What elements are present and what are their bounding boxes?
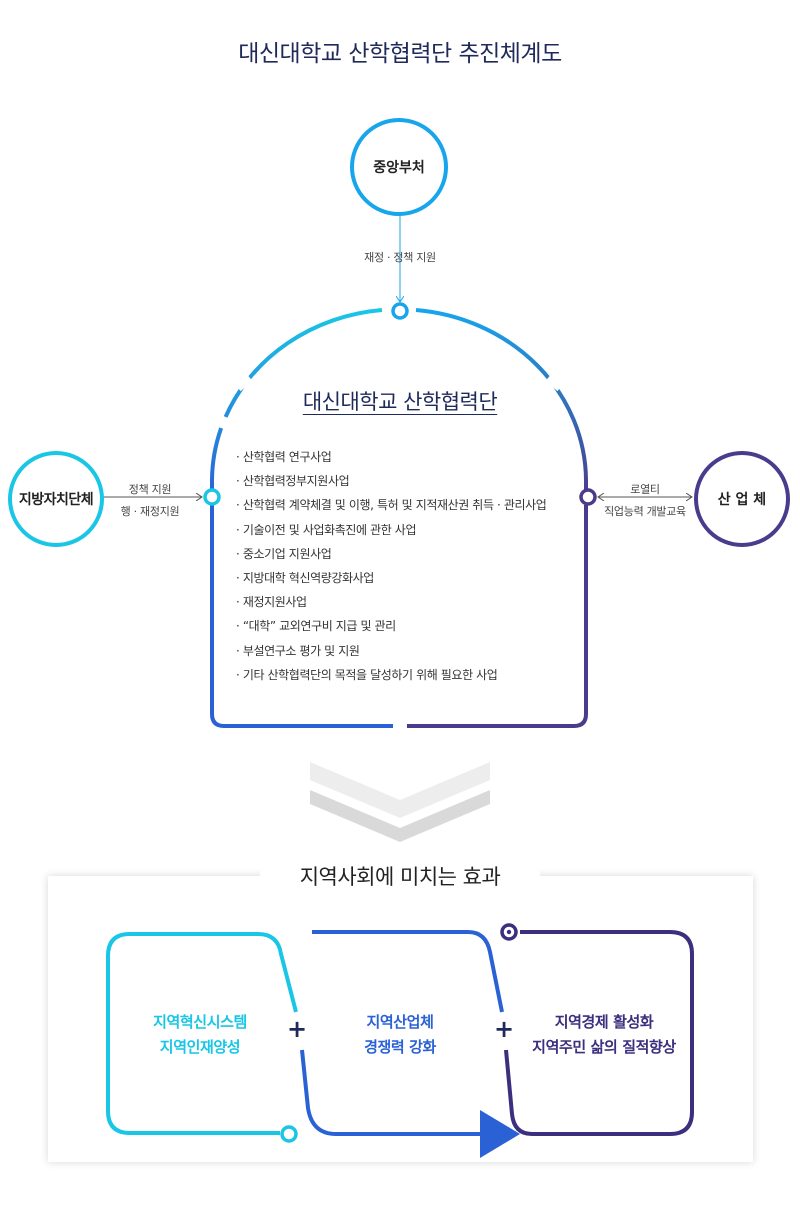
industry-node-circle: [694, 451, 790, 547]
effect-shape-1: [106, 932, 298, 1135]
arch-right: [415, 308, 588, 497]
task-list: · 산학협력 연구사업 · 산학협력정부지원사업 · 산학협력 계약체결 및 이…: [236, 448, 547, 690]
task-item: · 산학협력 연구사업: [236, 450, 332, 464]
effect-item-3: 지역경제 활성화 지역주민 삶의 질적향상: [515, 1010, 693, 1060]
task-item: · 부설연구소 평가 및 지원: [236, 643, 360, 658]
left-ring: [203, 488, 221, 506]
local-node: 지방자치단체: [18, 492, 94, 508]
effect-item-2-line1: 지역산업체: [366, 1013, 434, 1031]
local-node-circle: [8, 451, 104, 547]
box-right-side: [407, 505, 588, 728]
central-node-circle: [350, 118, 448, 216]
industry-support-label-2: 직업능력 개발교육: [604, 505, 686, 518]
effect-item-1: 지역혁신시스템 지역인재양성: [120, 1010, 280, 1060]
top-ring: [391, 302, 409, 320]
box-left-side: [210, 505, 393, 728]
effect-item-3-line1: 지역경제 활성화: [554, 1013, 654, 1031]
effect-shape-2: [300, 930, 502, 1134]
plus-sign-1: +: [287, 1015, 308, 1043]
task-item: · 지방대학 혁신역량강화사업: [236, 570, 374, 585]
local-support-label-1: 정책 지원: [128, 483, 172, 496]
task-item: · 중소기업 지원사업: [236, 546, 332, 561]
industry-node: 산 업 체: [717, 492, 767, 508]
page-title: 대신대학교 산학협력단 추진체계도: [238, 41, 562, 67]
task-item: · 산학협력 계약체결 및 이행, 특허 및 지적재산권 취득 · 관리사업: [236, 498, 547, 513]
local-support-label-2: 행 · 재정지원: [120, 505, 180, 518]
effects-panel: [48, 876, 753, 1162]
chevron-bottom: [310, 790, 490, 842]
arch-left: [210, 308, 383, 497]
effect-item-2: 지역산업체 경쟁력 강화: [320, 1010, 480, 1060]
task-item: · 산학협력정부지원사업: [236, 474, 350, 489]
center-title: 대신대학교 산학협력단: [302, 390, 498, 414]
effect-ring-1: [280, 1125, 298, 1143]
task-item: · 기타 산학협력단의 목적을 달성하기 위해 필요한 사업: [236, 667, 498, 682]
effect-item-2-line2: 경쟁력 강화: [364, 1038, 436, 1056]
right-ring: [579, 488, 597, 506]
effect-shape-3: [504, 930, 694, 1136]
task-item: · 재정지원사업: [236, 595, 307, 610]
industry-support-label-1: 로열티: [630, 483, 660, 496]
plus-sign-2: +: [494, 1015, 515, 1043]
effect-item-1-line1: 지역혁신시스템: [153, 1013, 247, 1031]
effect-item-1-line2: 지역인재양성: [159, 1038, 241, 1056]
task-item: · 기술이전 및 사업화촉진에 관한 사업: [236, 522, 417, 537]
task-item: · “대학” 교외연구비 지급 및 관리: [236, 619, 396, 634]
central-node: 중앙부처: [373, 160, 425, 176]
chevron-top: [310, 762, 490, 818]
effect-item-3-line2: 지역주민 삶의 질적향상: [532, 1038, 676, 1056]
central-support-label: 재정 · 정책 지원: [364, 251, 436, 264]
effects-title: 지역사회에 미치는 효과: [260, 852, 540, 902]
